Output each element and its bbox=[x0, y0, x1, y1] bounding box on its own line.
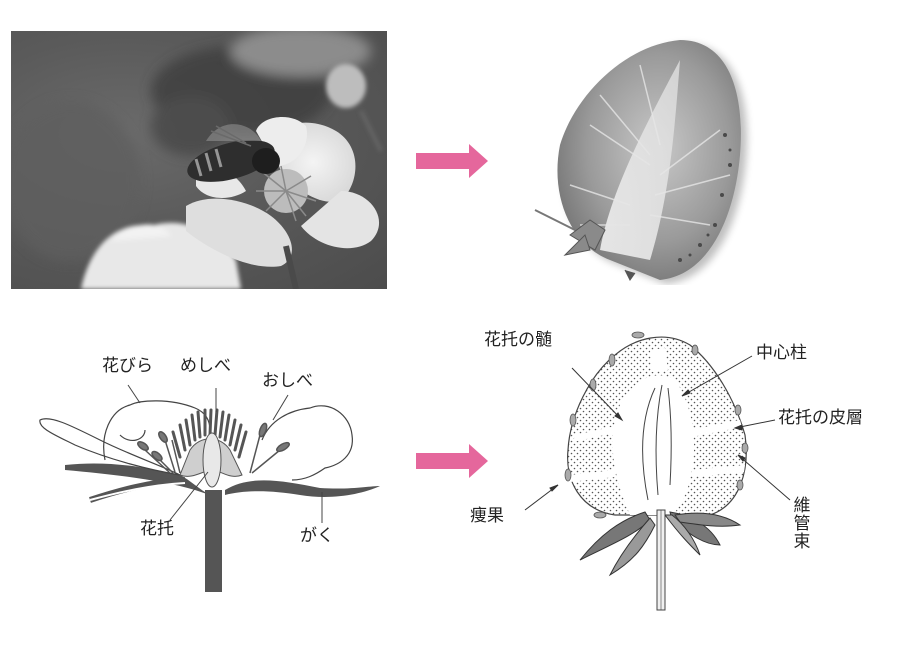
label-pistil: めしべ bbox=[180, 356, 231, 376]
strawberry-cross-section-diagram bbox=[540, 320, 770, 619]
pistils bbox=[171, 408, 248, 459]
flower-cross-section-diagram bbox=[30, 340, 390, 604]
label-receptacle-cortex: 花托の皮層 bbox=[778, 408, 863, 428]
strawberry-calyx bbox=[534, 209, 636, 281]
bee-flower-illustration bbox=[11, 31, 383, 289]
receptacle-core bbox=[202, 432, 222, 488]
label-vascular-bundle: 維管束 bbox=[793, 496, 811, 552]
strawberry-core bbox=[600, 60, 680, 260]
label-sepal: がく bbox=[300, 526, 334, 546]
central-column bbox=[642, 384, 672, 501]
sepal-left bbox=[65, 463, 210, 495]
label-central-column: 中心柱 bbox=[756, 343, 807, 363]
bee bbox=[187, 124, 280, 182]
receptacle-pith bbox=[612, 375, 695, 515]
flower-stem bbox=[205, 490, 222, 592]
stamens bbox=[137, 422, 290, 474]
achenes bbox=[564, 331, 749, 519]
strawberry-half-photo bbox=[530, 35, 760, 289]
leader-lines bbox=[127, 384, 323, 523]
fruit-calyx bbox=[579, 511, 742, 577]
label-receptacle-pith: 花托の髄 bbox=[484, 330, 552, 350]
bee-on-flower-photo bbox=[11, 31, 387, 289]
stamens bbox=[256, 165, 317, 222]
label-stamen: おしべ bbox=[262, 371, 313, 391]
label-receptacle: 花托 bbox=[140, 519, 174, 539]
sepal-right bbox=[225, 480, 380, 497]
petal-right bbox=[261, 405, 353, 481]
arrow-right-icon bbox=[415, 443, 490, 483]
arrow-right-icon bbox=[415, 143, 490, 183]
label-achene: 痩果 bbox=[470, 506, 504, 526]
label-petal: 花びら bbox=[102, 356, 153, 376]
vascular-bundles bbox=[570, 348, 745, 482]
